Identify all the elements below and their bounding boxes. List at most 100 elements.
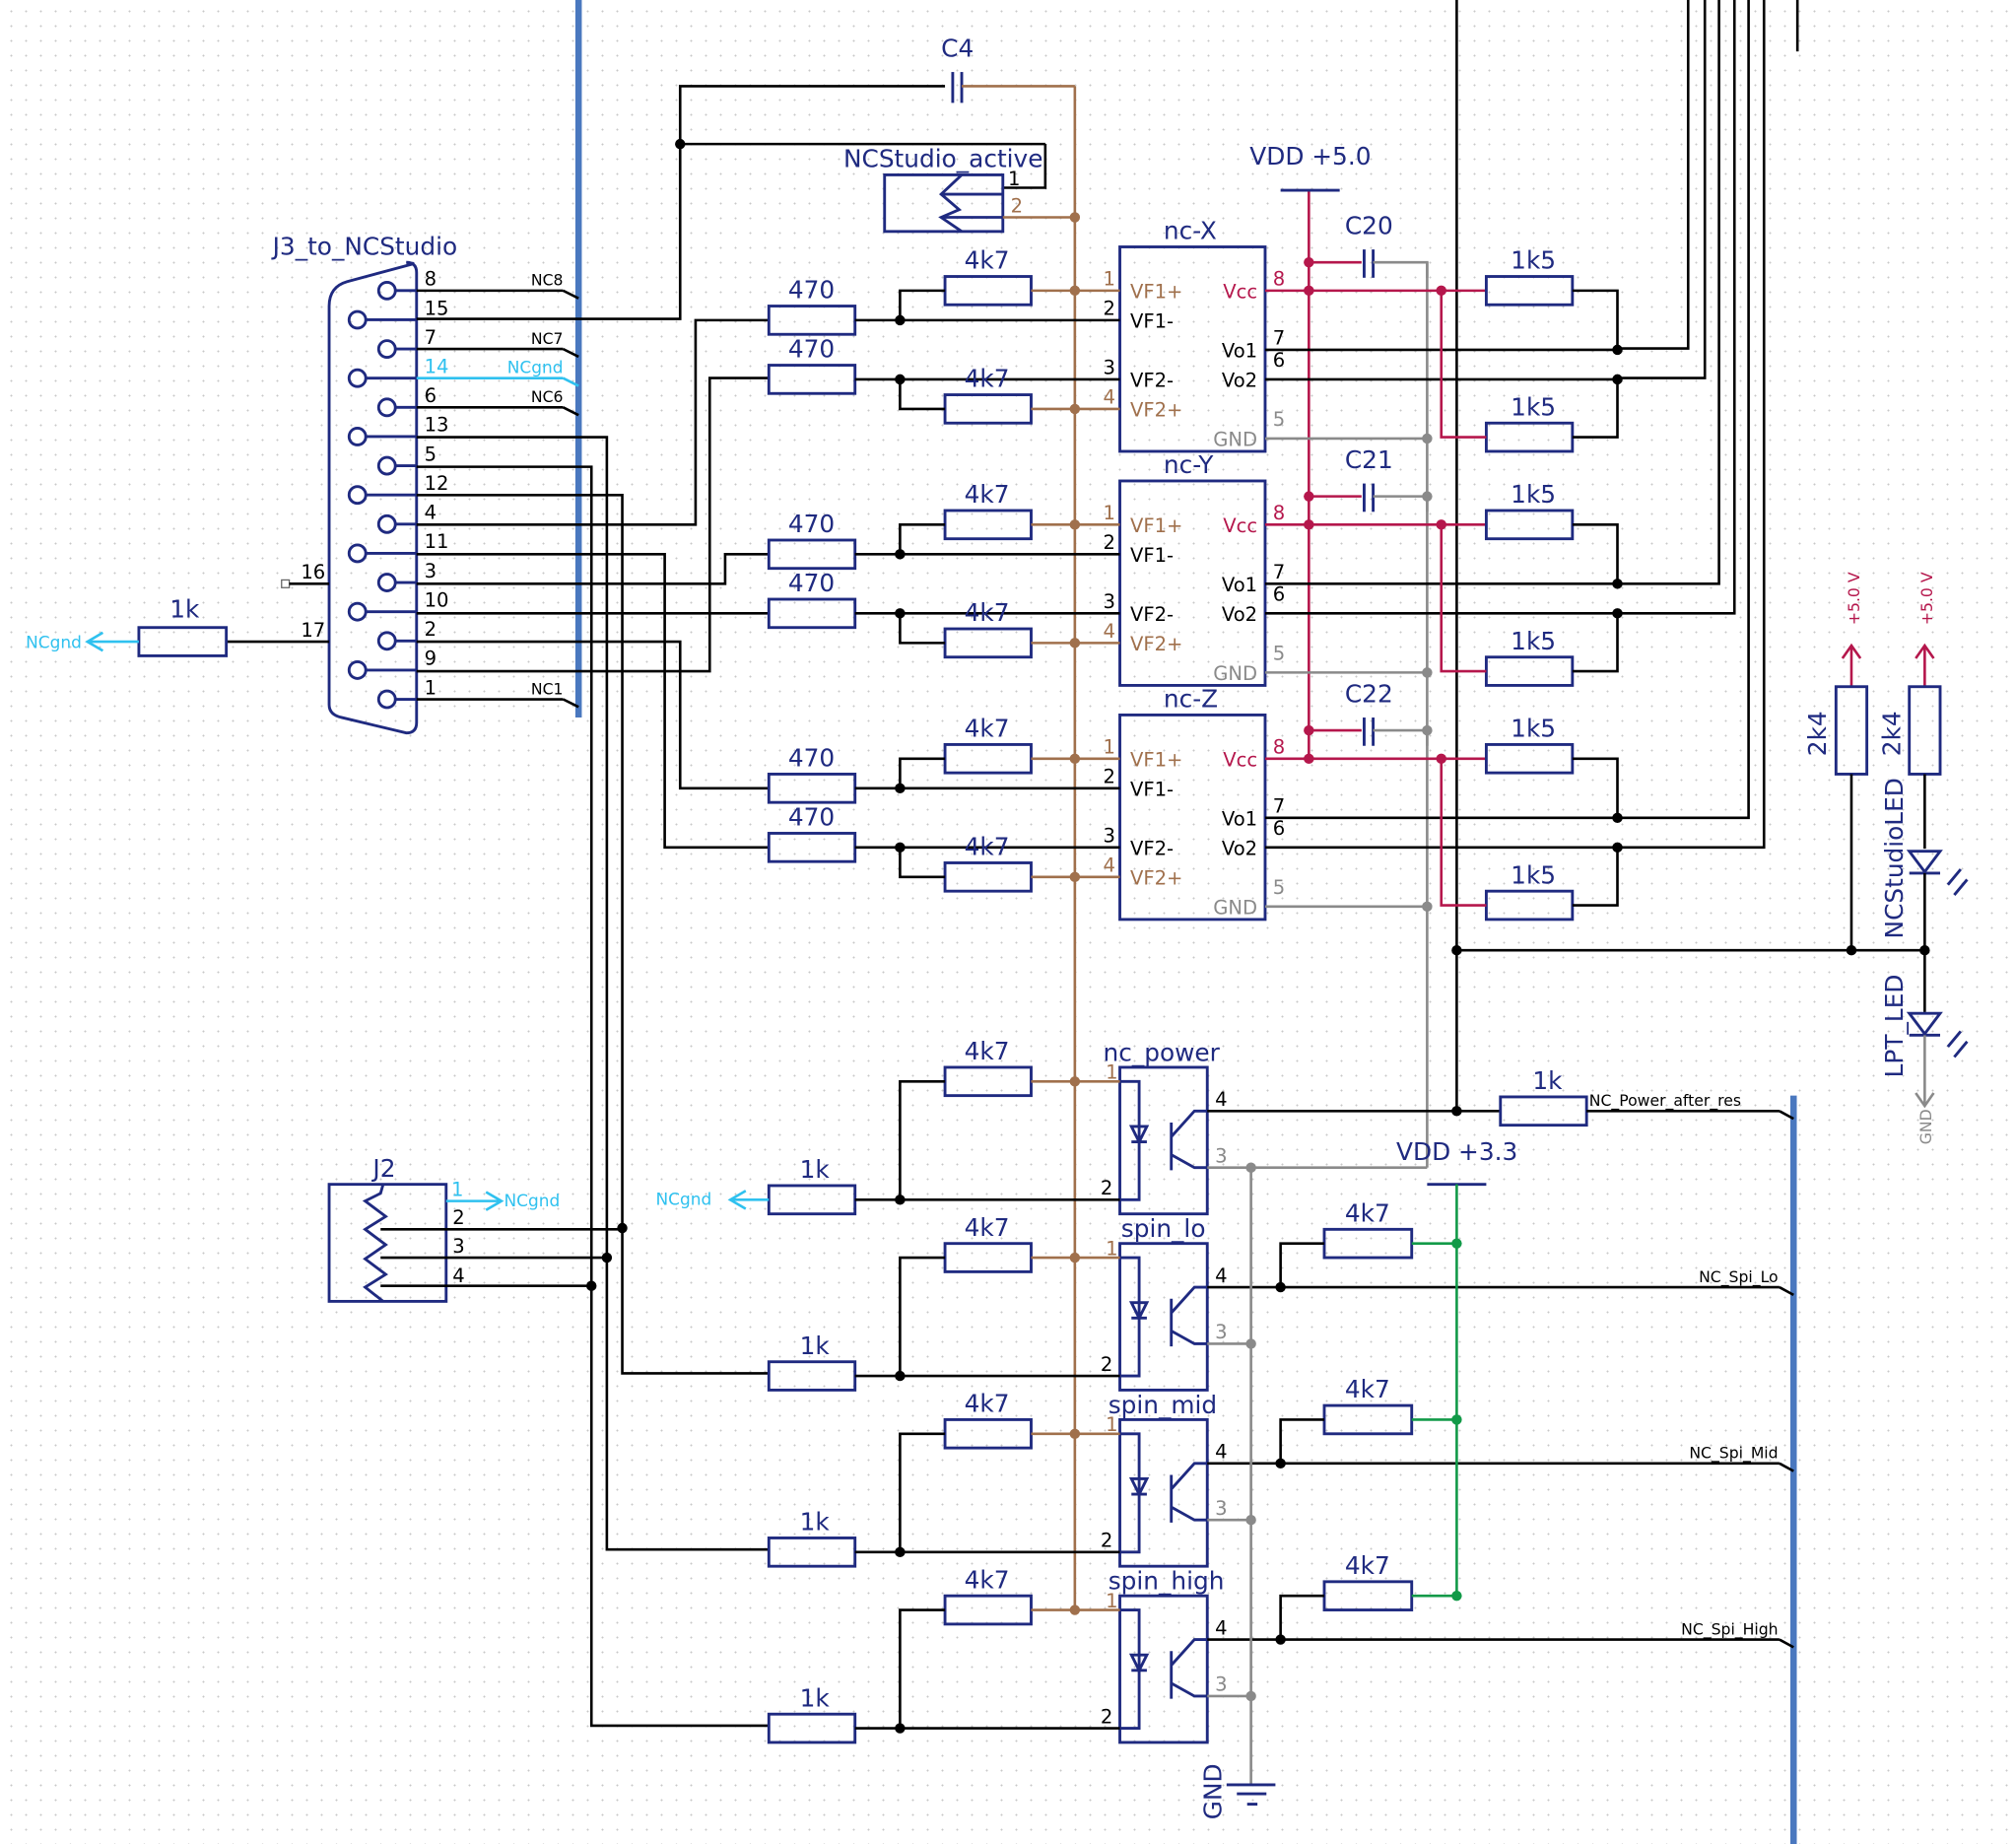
pin-hole-icon — [376, 455, 397, 476]
svg-text:4k7: 4k7 — [965, 246, 1010, 275]
resistor-value: 1k — [169, 594, 200, 623]
led-icon — [1128, 1653, 1150, 1674]
svg-text:4k7: 4k7 — [1345, 1375, 1390, 1403]
led-icon — [1128, 1125, 1150, 1145]
resistor-1k5 — [1484, 655, 1575, 687]
opto-body — [1118, 1242, 1209, 1392]
ncgnd-label: NCgnd — [26, 633, 82, 652]
svg-text:470: 470 — [788, 335, 835, 364]
opto-ref: spin_lo — [1121, 1214, 1206, 1243]
svg-text:1: 1 — [1106, 1590, 1117, 1612]
pin-hole-icon — [347, 368, 368, 388]
resistor-1k — [767, 1184, 857, 1216]
resistor-4k7 — [943, 1594, 1033, 1626]
vcc-arrow-icon — [1915, 643, 1935, 659]
j2-pin2: 2 — [452, 1206, 464, 1229]
opto-nc_power[interactable]: nc_power12344k71kNCgnd1kNC_Power_after_r… — [655, 1037, 1794, 1216]
svg-text:GND: GND — [1213, 429, 1257, 451]
resistor-1k — [767, 1360, 857, 1392]
svg-text:1: 1 — [1104, 502, 1115, 524]
svg-text:3: 3 — [1215, 1497, 1227, 1520]
jumper-pin1: 1 — [1008, 168, 1020, 190]
j3-net-label: NC6 — [531, 387, 564, 406]
ncgnd-arrow-icon — [727, 1190, 747, 1210]
capacitor-c4[interactable]: C4 — [941, 34, 1075, 103]
resistor-4k7 — [943, 861, 1033, 893]
j3-pin17-label: 17 — [301, 619, 325, 642]
svg-text:Vo2: Vo2 — [1222, 370, 1257, 392]
opto-nc-Y[interactable]: nc-Y4704704k74k71234VF1+VF1-VF2-VF2+VccV… — [767, 445, 1623, 687]
svg-text:1: 1 — [1106, 1237, 1117, 1260]
resistor-4k7-pullup — [1322, 1227, 1414, 1260]
svg-text:Vo1: Vo1 — [1222, 574, 1257, 596]
transistor-icon — [1170, 1109, 1208, 1171]
svg-text:4k7: 4k7 — [965, 1565, 1010, 1594]
resistor-1k — [1499, 1095, 1588, 1127]
svg-text:470: 470 — [788, 744, 835, 773]
j2-pin1: 1 — [451, 1178, 463, 1200]
svg-text:1k5: 1k5 — [1511, 715, 1556, 743]
svg-text:Vo1: Vo1 — [1222, 808, 1257, 831]
resistor-4k7 — [943, 627, 1033, 659]
svg-text:5: 5 — [1273, 408, 1285, 431]
svg-text:2: 2 — [1104, 298, 1115, 320]
pin-hole-icon — [347, 659, 368, 680]
svg-text:7: 7 — [1273, 561, 1285, 583]
resistor-470 — [767, 364, 857, 395]
transistor-icon — [1170, 1638, 1208, 1699]
svg-text:4: 4 — [1215, 1088, 1227, 1111]
pin-hole-icon — [376, 631, 397, 651]
svg-text:3: 3 — [1215, 1673, 1227, 1696]
svg-text:6: 6 — [1273, 349, 1285, 372]
svg-text:4: 4 — [1215, 1441, 1227, 1464]
capacitor-ref: C22 — [1345, 679, 1393, 708]
opto-ref: spin_high — [1109, 1567, 1225, 1596]
j3-pin-number: 2 — [425, 618, 437, 641]
svg-text:GND: GND — [1213, 897, 1257, 920]
svg-text:3: 3 — [1215, 1321, 1227, 1343]
opto-nc-X[interactable]: nc-X4704704k74k71234VF1+VF1-VF2-VF2+VccV… — [767, 211, 1623, 453]
vdd33-label: VDD +3.3 — [1396, 1137, 1517, 1166]
svg-text:470: 470 — [788, 803, 835, 832]
svg-text:Vcc: Vcc — [1223, 514, 1257, 537]
resistor-4k7 — [943, 509, 1033, 541]
j2-ncgnd-label: NCgnd — [504, 1191, 561, 1210]
resistor-4k7 — [943, 393, 1033, 425]
j3-ref: J3_to_NCStudio — [271, 232, 458, 260]
j3-pin-number: 1 — [425, 676, 437, 699]
pin-hole-icon — [376, 280, 397, 301]
connector-j2[interactable]: J2 NCgnd 1 2 3 4 — [327, 1154, 623, 1303]
led1-supply: +5.0 V — [1845, 572, 1863, 625]
pin-hole-icon — [347, 543, 368, 564]
j3-pin-number: 6 — [425, 384, 437, 407]
pin-hole-icon — [376, 689, 397, 710]
jumper-pin2: 2 — [1011, 194, 1023, 217]
pin-hole-icon — [347, 427, 368, 446]
svg-text:VF2-: VF2- — [1130, 838, 1174, 860]
net-label: NC_Spi_High — [1681, 1619, 1778, 1639]
jumper-ncstudio-active[interactable]: NCStudio_active 1 2 — [843, 145, 1075, 234]
svg-text:1k5: 1k5 — [1511, 392, 1556, 421]
resistor-1k-ncgnd[interactable]: 1k NCgnd — [26, 594, 229, 657]
svg-text:VF2-: VF2- — [1130, 603, 1174, 626]
svg-text:7: 7 — [1273, 327, 1285, 350]
svg-text:4k7: 4k7 — [965, 1390, 1010, 1418]
opto-nc-Z[interactable]: nc-Z4704704k74k71234VF1+VF1-VF2-VF2+VccV… — [767, 679, 1623, 922]
svg-text:4: 4 — [1104, 620, 1115, 643]
opto-ref: nc_power — [1104, 1038, 1221, 1066]
j3-body — [327, 260, 419, 735]
led2-resistor-value: 2k4 — [1878, 711, 1907, 756]
gnd-arrow-icon — [1915, 1092, 1935, 1109]
svg-text:VF1-: VF1- — [1130, 544, 1174, 567]
svg-text:Vo1: Vo1 — [1222, 340, 1257, 363]
svg-text:4k7: 4k7 — [965, 480, 1010, 509]
c4-ref: C4 — [941, 34, 974, 62]
svg-text:1k5: 1k5 — [1511, 246, 1556, 275]
resistor-4k7-pullup — [1322, 1580, 1414, 1611]
svg-text:4k7: 4k7 — [965, 598, 1010, 627]
